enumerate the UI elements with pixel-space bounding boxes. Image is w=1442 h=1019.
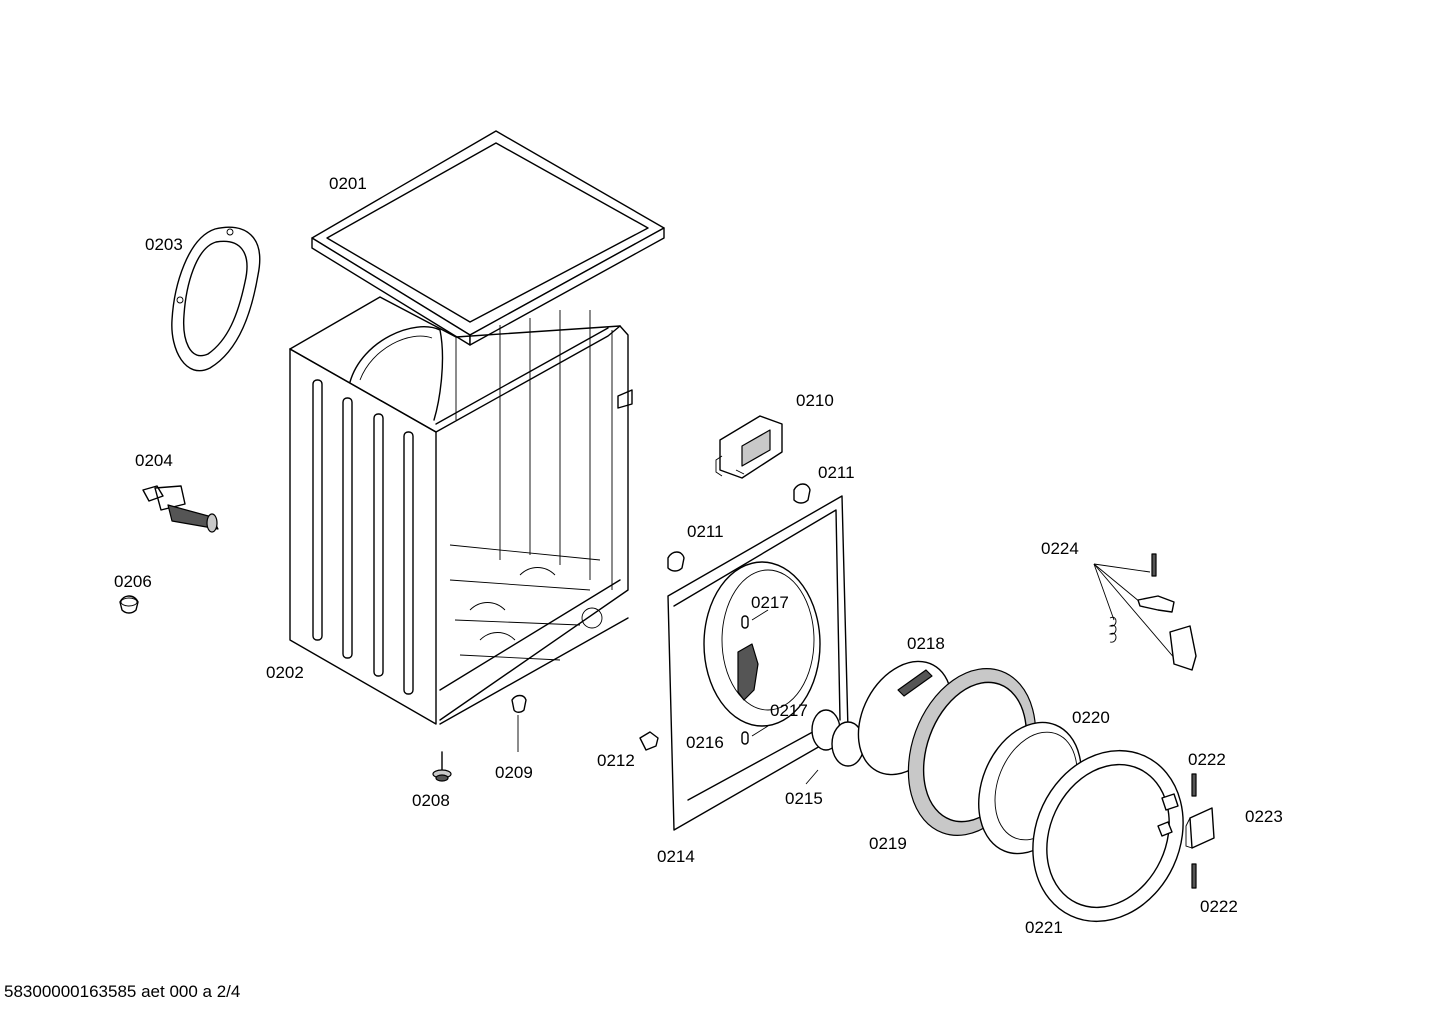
filter-hose-part bbox=[142, 485, 219, 533]
outer-door-ring-part bbox=[1032, 749, 1184, 923]
rear-gasket-part bbox=[171, 226, 261, 372]
label-0218: 0218 bbox=[907, 634, 945, 653]
label-0217-lower: 0217 bbox=[770, 701, 808, 720]
plug-part bbox=[511, 694, 527, 752]
label-0220: 0220 bbox=[1072, 708, 1110, 727]
label-0206: 0206 bbox=[114, 572, 152, 591]
label-0224: 0224 bbox=[1041, 539, 1079, 558]
drawing-reference-code: 58300000163585 aet 000 a 2/4 bbox=[4, 982, 241, 1001]
label-0215: 0215 bbox=[785, 789, 823, 808]
screw-foot-part bbox=[432, 751, 452, 782]
label-0210: 0210 bbox=[796, 391, 834, 410]
label-0214: 0214 bbox=[657, 847, 695, 866]
bolt-part bbox=[639, 731, 659, 751]
label-0202: 0202 bbox=[266, 663, 304, 682]
foot-part bbox=[119, 595, 139, 614]
pin-part-lower bbox=[1191, 863, 1197, 889]
clip-part-lower bbox=[667, 551, 685, 572]
clip-part-upper bbox=[793, 483, 811, 504]
pin-part-upper bbox=[1191, 773, 1197, 797]
label-0222-upper: 0222 bbox=[1188, 750, 1226, 769]
label-0221: 0221 bbox=[1025, 918, 1063, 937]
label-0222-lower: 0222 bbox=[1200, 897, 1238, 916]
label-0219: 0219 bbox=[869, 834, 907, 853]
label-0203: 0203 bbox=[145, 235, 183, 254]
worktop-lid-part bbox=[311, 130, 665, 346]
label-0204: 0204 bbox=[135, 451, 173, 470]
cabinet-housing-part bbox=[289, 296, 633, 725]
handle-part bbox=[1185, 807, 1215, 849]
label-0212: 0212 bbox=[597, 751, 635, 770]
label-0209: 0209 bbox=[495, 763, 533, 782]
label-0211-upper: 0211 bbox=[818, 463, 855, 482]
label-0211-lower: 0211 bbox=[687, 522, 724, 541]
label-0216: 0216 bbox=[686, 733, 724, 752]
label-0223: 0223 bbox=[1245, 807, 1283, 826]
label-0201: 0201 bbox=[329, 174, 367, 193]
door-lock-part bbox=[715, 415, 783, 479]
handle-set-part bbox=[1093, 553, 1197, 671]
front-panel-part bbox=[667, 495, 865, 831]
label-0208: 0208 bbox=[412, 791, 450, 810]
label-0217-upper: 0217 bbox=[751, 593, 789, 612]
